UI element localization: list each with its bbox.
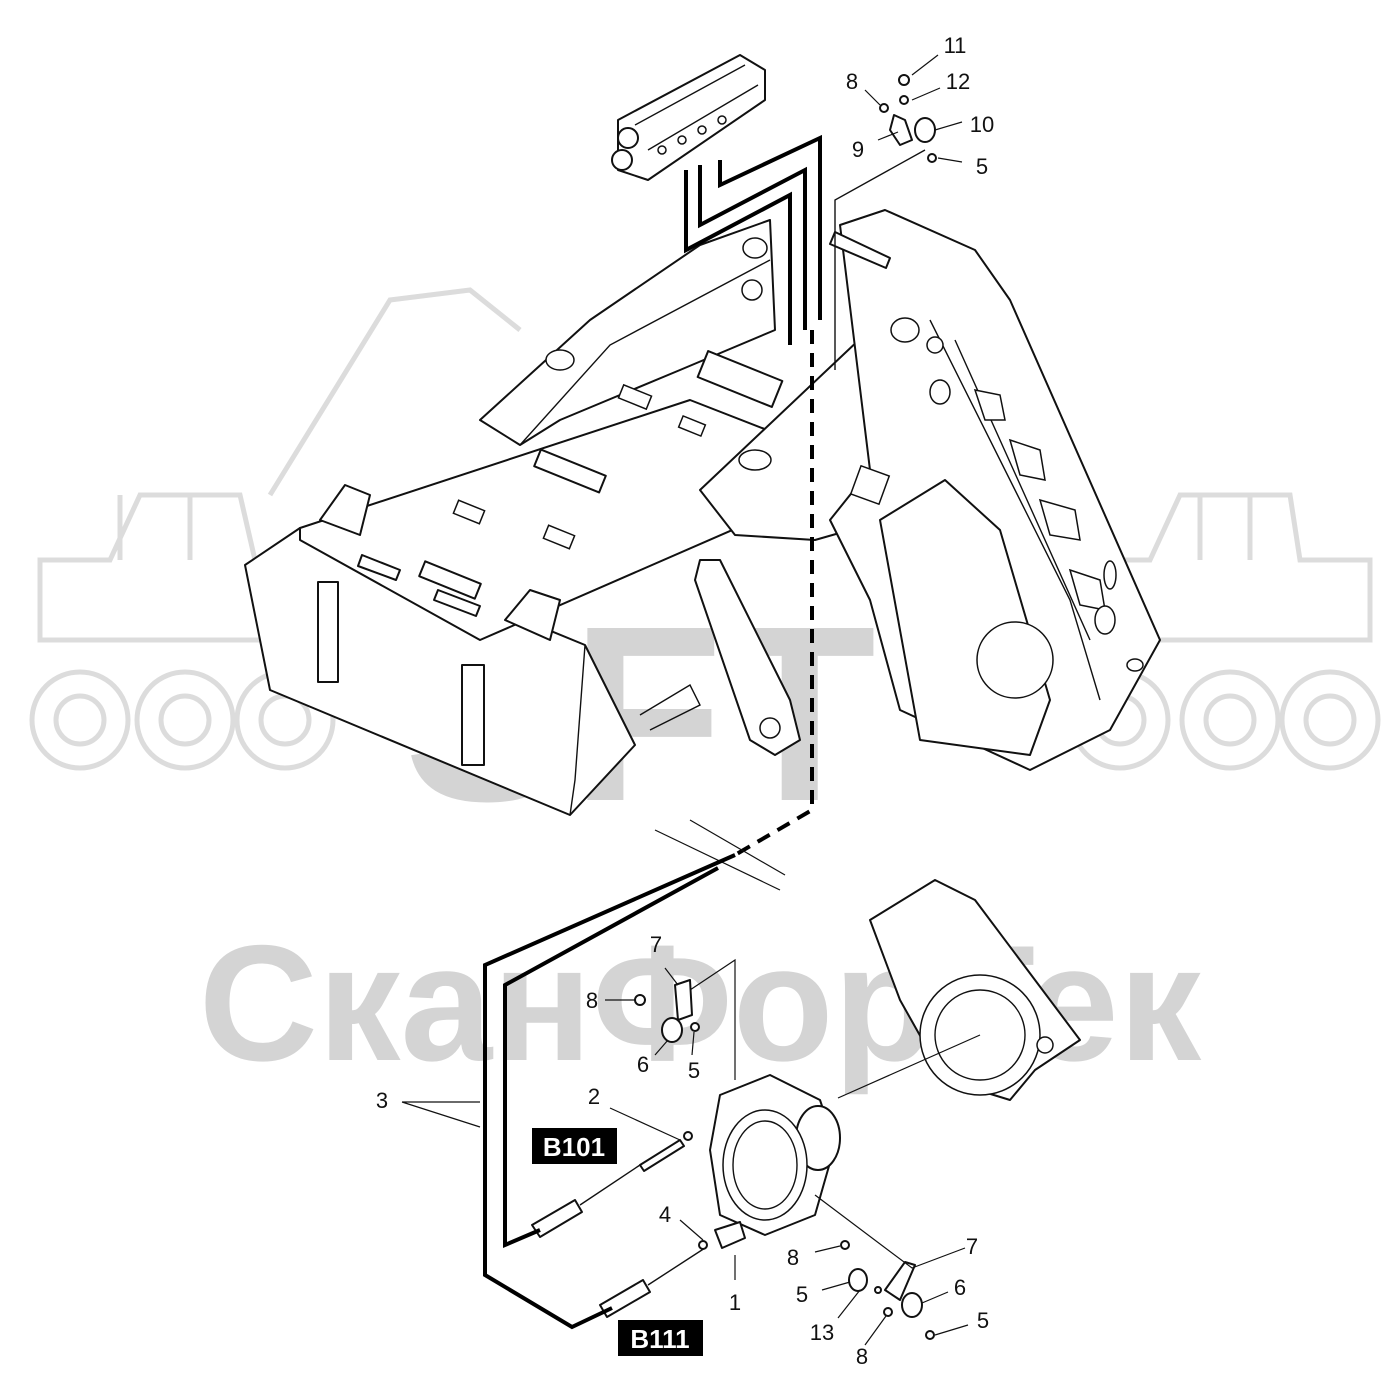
callout-2: 2 <box>588 1084 600 1109</box>
tag-b111-label: B111 <box>630 1324 689 1354</box>
callout-7-bottom: 7 <box>966 1234 978 1259</box>
sensor-bracket-top <box>879 74 937 163</box>
junction-box <box>611 54 766 181</box>
sensor-b111 <box>599 1221 746 1318</box>
plate-block <box>696 350 784 408</box>
callout-9-top: 9 <box>852 137 864 162</box>
chassis-frame <box>244 209 1161 816</box>
frame-lower-arm <box>694 559 801 756</box>
front-plate-left <box>317 581 339 683</box>
front-plate-right <box>461 664 485 766</box>
rod-b <box>433 589 481 617</box>
top-bracket-b <box>504 589 561 641</box>
callout-6-mid: 6 <box>637 1052 649 1077</box>
callout-11-top: 11 <box>944 33 967 58</box>
callout-13: 13 <box>810 1320 834 1345</box>
callout-12-top: 12 <box>946 69 970 94</box>
callout-6-bottom: 6 <box>954 1275 966 1300</box>
callout-labels: 11 12 8 10 9 5 7 8 6 5 3 2 4 1 8 7 5 6 1… <box>376 33 994 1369</box>
callout-8-top: 8 <box>846 69 858 94</box>
cable-harness-top <box>654 134 926 891</box>
watermark-tractor-right-icon <box>1069 492 1381 771</box>
frame-left-arm <box>479 219 776 446</box>
wheel-hub <box>709 1074 841 1236</box>
tag-b111-bg <box>618 1320 703 1356</box>
callout-7-mid: 7 <box>650 932 662 957</box>
sensor-bracket-bottom <box>840 1240 935 1340</box>
leader-lines <box>401 54 981 1346</box>
callout-5-bottom-b: 5 <box>977 1308 989 1333</box>
callout-5-bottom-a: 5 <box>796 1282 808 1307</box>
tag-b111: B111 <box>618 1320 703 1356</box>
plate-slot-1 <box>533 448 607 494</box>
cable-harness-bottom <box>483 853 736 1330</box>
callout-1: 1 <box>729 1290 741 1315</box>
callout-5-top: 5 <box>976 154 988 179</box>
sensor-bracket-mid <box>634 979 700 1043</box>
callout-10-top: 10 <box>970 112 994 137</box>
callout-8-mid: 8 <box>586 988 598 1013</box>
callout-8-bottom-a: 8 <box>787 1245 799 1270</box>
rod-a <box>357 554 401 581</box>
tag-b101: B101 <box>532 1128 617 1164</box>
tag-b101-label: B101 <box>543 1132 605 1162</box>
top-bracket-a <box>319 484 371 536</box>
callout-8-bottom-b: 8 <box>856 1344 868 1369</box>
tag-b101-bg <box>532 1128 617 1164</box>
callout-4: 4 <box>659 1202 671 1227</box>
rod-c <box>829 231 891 269</box>
callout-5-mid: 5 <box>688 1058 700 1083</box>
callout-3: 3 <box>376 1088 388 1113</box>
plate-slot-2 <box>418 560 482 600</box>
